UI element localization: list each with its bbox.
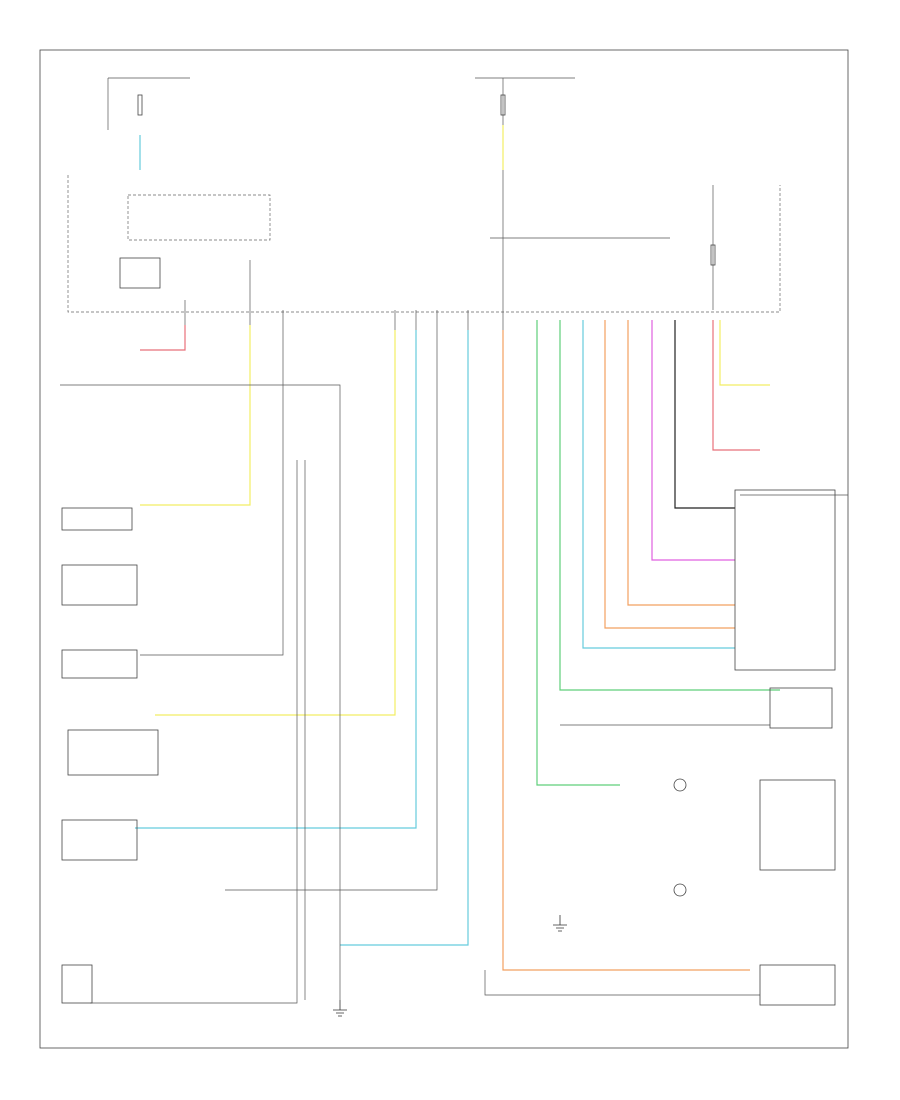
wire-orange-b <box>604 320 735 629</box>
fuse-center <box>500 94 506 116</box>
wire-red-left <box>140 325 186 351</box>
wire-black-right <box>674 320 735 509</box>
switch-box-5 <box>61 819 138 861</box>
switch-box-6 <box>61 964 93 1004</box>
switch-box-4 <box>67 729 159 776</box>
wire-yellow-b <box>155 330 396 716</box>
lamp-1 <box>673 778 687 792</box>
black-bus-left <box>60 384 341 1000</box>
switch-box-right-2 <box>769 687 833 729</box>
wire-orange-c <box>627 320 735 606</box>
wire-green-a <box>536 320 620 786</box>
ground-symbol-2 <box>553 915 567 932</box>
module-sub-boundary <box>127 194 271 241</box>
ground-line-bottom <box>484 970 760 996</box>
wire-orange <box>502 330 750 971</box>
switch-box-right-4 <box>759 964 836 1006</box>
switch-box-right-1 <box>734 489 836 671</box>
switch-box-2 <box>61 564 138 606</box>
wire-blue-a <box>135 330 417 829</box>
wire-blue-b <box>340 330 469 946</box>
wire-blue-c <box>582 320 735 649</box>
black-return-a <box>140 330 284 656</box>
connector-stubs <box>184 260 504 330</box>
wire-green-b <box>559 320 780 691</box>
wire-yellow-a <box>140 325 251 506</box>
black-return-d <box>225 330 438 891</box>
switch-box-1 <box>61 507 133 531</box>
switch-box-3 <box>61 649 138 679</box>
wire-pink <box>651 320 735 561</box>
diagram-frame <box>39 49 849 1049</box>
wire-yellow-right <box>719 320 770 386</box>
fuse-right <box>710 244 716 266</box>
ground-symbol-1 <box>333 1000 347 1017</box>
wire-red-right <box>712 320 760 451</box>
switch-box-right-3 <box>759 779 836 871</box>
fuse-left <box>137 94 143 116</box>
module-boundary <box>67 175 781 313</box>
black-return-b <box>90 460 298 1004</box>
relay-box <box>119 257 161 289</box>
lamp-2 <box>673 883 687 897</box>
